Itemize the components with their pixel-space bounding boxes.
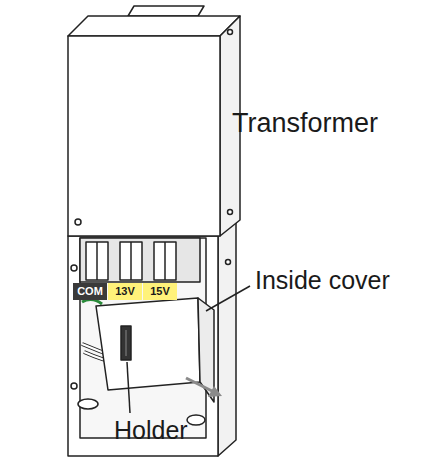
terminal-block	[154, 242, 176, 280]
terminal-label: COM	[73, 283, 107, 300]
screw	[228, 210, 233, 215]
lid-top	[68, 16, 240, 36]
part-name: Inside cover	[255, 266, 390, 295]
terminal-text: 13V	[115, 286, 135, 297]
screw	[228, 30, 233, 35]
removal-arrow	[186, 378, 212, 391]
body-side	[218, 222, 236, 456]
terminal-divider	[164, 242, 166, 280]
knockout	[78, 399, 98, 409]
screw	[75, 219, 81, 225]
part-name: Holder	[114, 416, 188, 445]
knockout	[187, 415, 205, 425]
part-name: Transformer	[232, 108, 378, 139]
terminal-divider	[130, 242, 132, 280]
terminal-block	[86, 242, 108, 280]
leader-line	[127, 362, 130, 413]
holder-part	[121, 326, 131, 360]
inside-cover-plate	[96, 298, 200, 390]
transformer-drawing	[68, 6, 240, 456]
terminal-label: 15V	[143, 283, 177, 300]
holder-detail	[126, 330, 127, 356]
lid-front	[68, 36, 220, 236]
terminal-label: 13V	[108, 283, 142, 300]
screw	[71, 265, 77, 271]
leader-line	[206, 286, 250, 311]
body-front	[68, 236, 218, 456]
screw	[71, 383, 77, 389]
screw	[226, 260, 231, 265]
body-opening	[80, 238, 206, 438]
ground-wire	[82, 299, 102, 304]
terminal-text: 15V	[150, 286, 170, 297]
hanger-tab	[128, 6, 204, 16]
terminal-block	[120, 242, 142, 280]
terminal-strip	[80, 238, 200, 282]
terminal-divider	[96, 242, 98, 280]
removal-arrowhead	[208, 386, 222, 397]
terminal-text: COM	[77, 286, 103, 297]
